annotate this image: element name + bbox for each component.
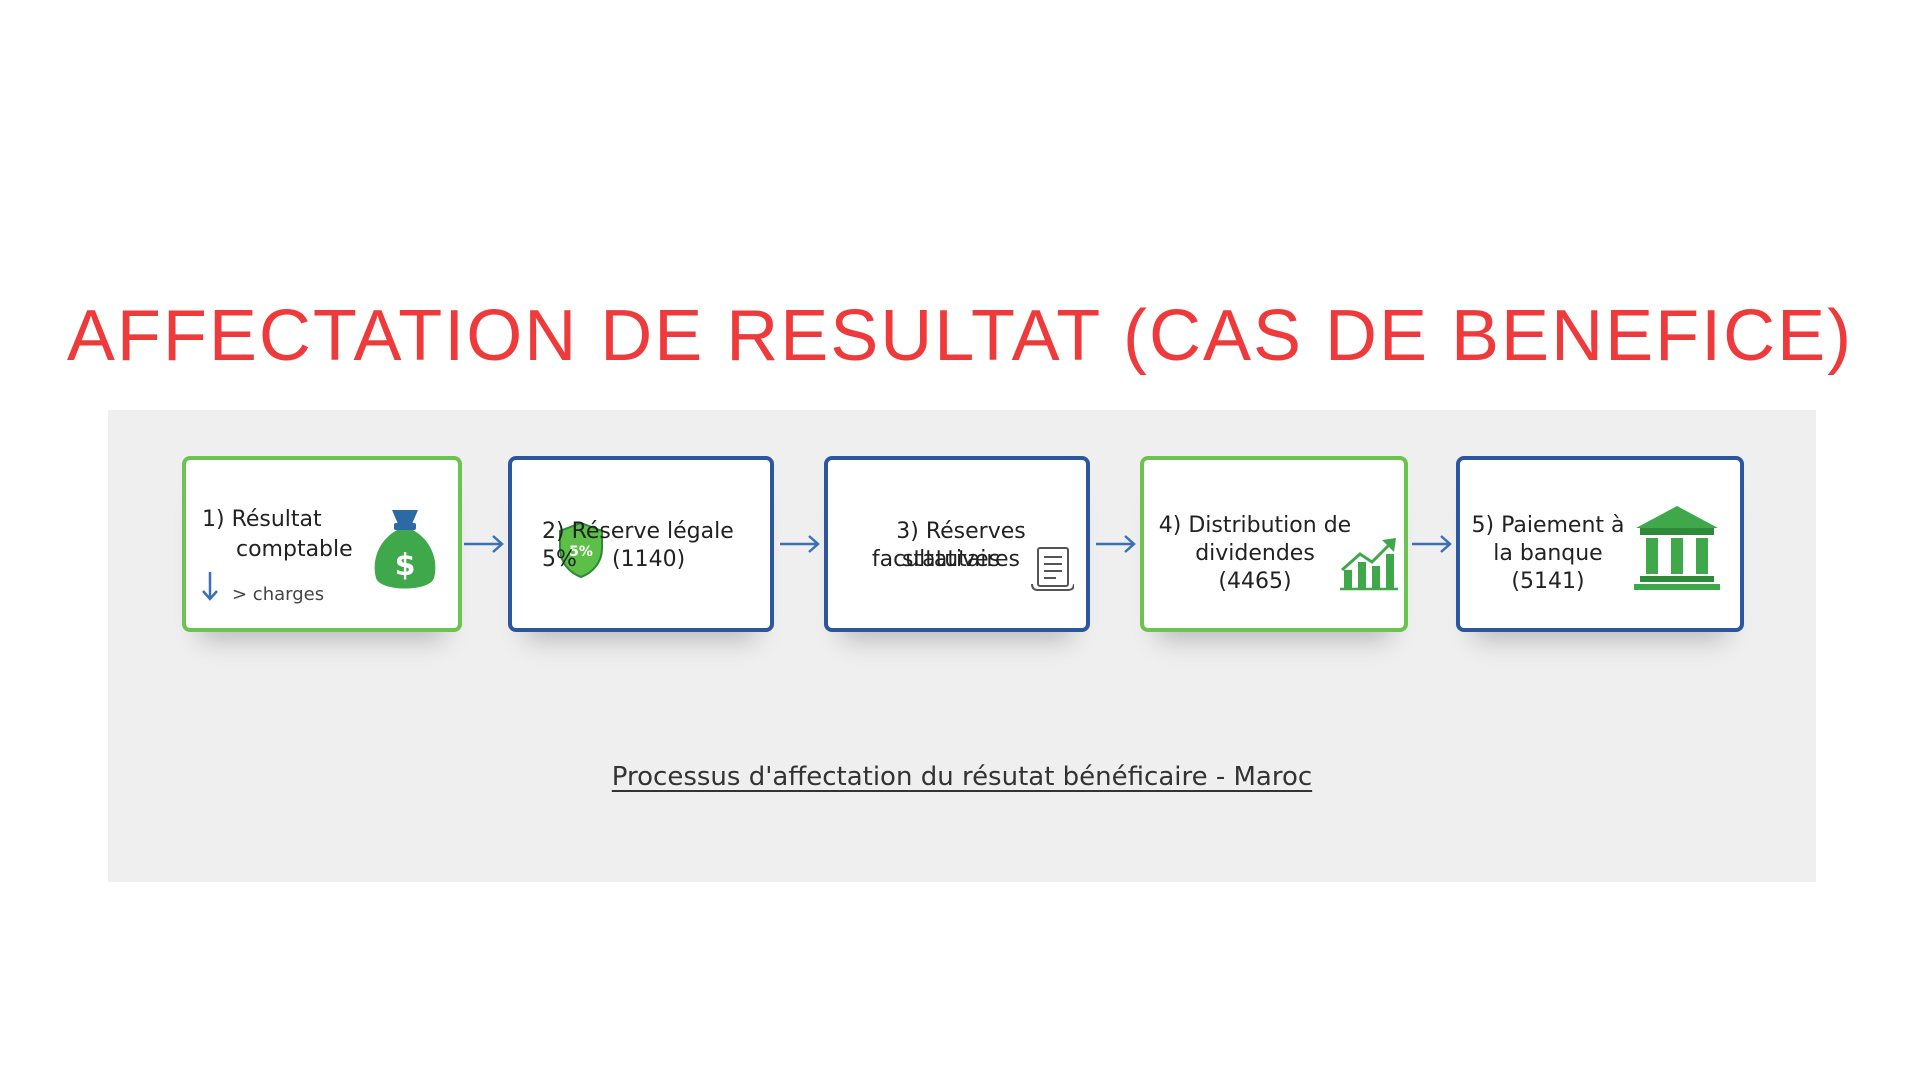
step-5-box: 5) Paiement à la banque (5141) [1456, 456, 1744, 632]
step-5-label-line3: (5141) [1511, 569, 1585, 594]
step-2-box: 5% 2) Réserve légale 5% (1140) [508, 456, 774, 632]
flow-arrow-3 [1096, 535, 1136, 553]
shield-icon: 5% [559, 521, 603, 579]
step-5-label-line1: 5) Paiement à [1471, 513, 1625, 538]
shield-icon-text: 5% [569, 544, 593, 560]
step-4-box: 4) Distribution de dividendes (4465) [1140, 456, 1408, 632]
page-title: AFFECTATION DE RESULTAT (CAS DE BENEFICE… [66, 296, 1854, 376]
step-1-box: 1) Résultat comptable > charges $ [182, 456, 462, 632]
step-3-label-line2: facultatives [871, 547, 1001, 572]
step-5-label-line2: la banque [1493, 541, 1603, 566]
arrow-down-icon [202, 572, 218, 601]
step-3-box: 3) Réserves statutaires facultatives [824, 456, 1090, 632]
growth-chart-icon [1340, 538, 1398, 591]
diagram-caption: Processus d'affectation du résutat bénéf… [611, 762, 1313, 792]
flow-arrow-1 [464, 535, 504, 553]
flow-arrow-4 [1412, 535, 1452, 553]
step-4-label-line1: 4) Distribution de [1158, 513, 1352, 538]
flow-arrow-2 [780, 535, 820, 553]
bank-icon [1634, 506, 1720, 590]
money-bag-icon: $ [374, 510, 436, 589]
svg-text:$: $ [395, 548, 416, 583]
step-1-note: > charges [232, 584, 325, 605]
step-3-label-line1: 3) Réserves statutaires [896, 519, 1026, 572]
step-4-label-line2: dividendes [1195, 541, 1315, 566]
step-2-label-line1: 2) Réserve légale 5% [542, 519, 734, 572]
step-1-label-line1: 1) Résultat [202, 507, 322, 532]
step-2-label-line2: (1140) [612, 547, 686, 572]
process-diagram-panel: 1) Résultat comptable > charges $ 5% 2) … [108, 410, 1816, 882]
step-1-label-line2: comptable [236, 537, 353, 562]
document-icon [1031, 547, 1074, 591]
step-4-label-line3: (4465) [1218, 569, 1292, 594]
